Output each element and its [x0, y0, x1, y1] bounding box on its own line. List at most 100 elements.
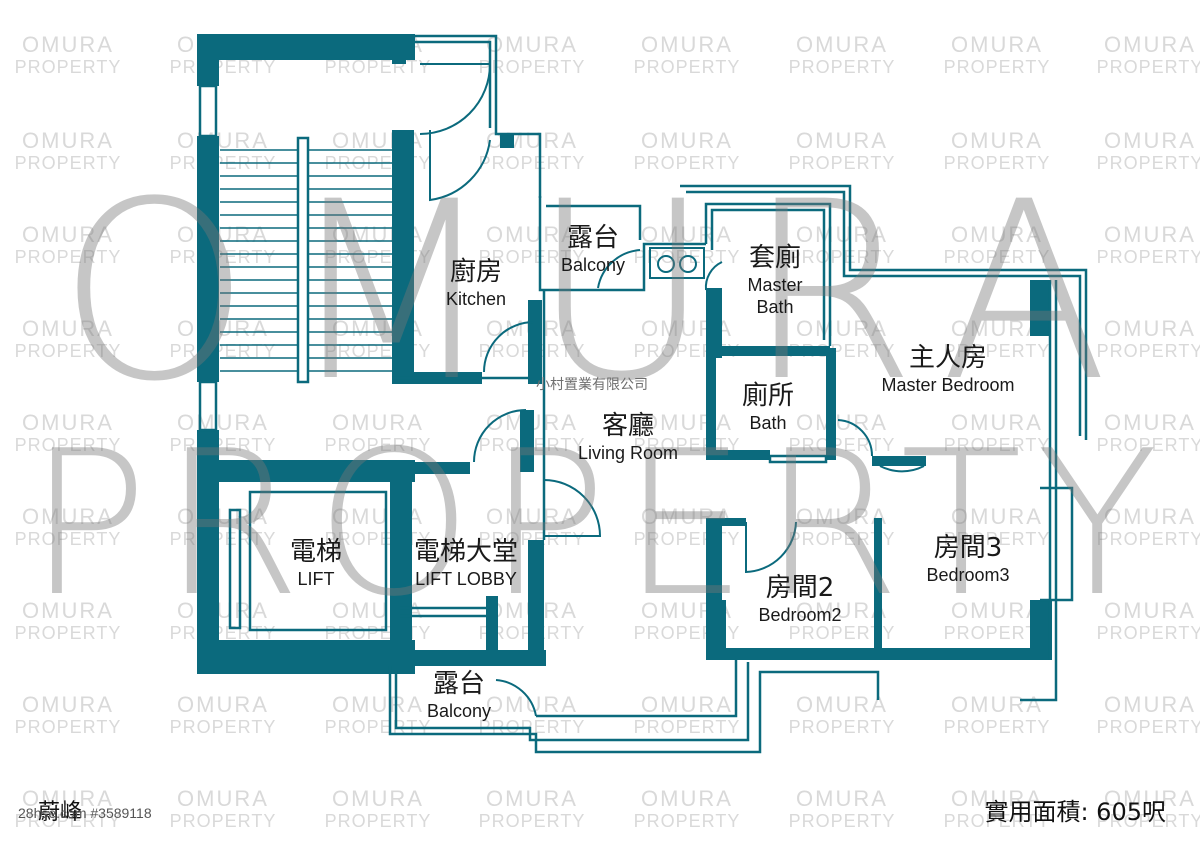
door-kitchen-bottom	[483, 320, 535, 373]
room-lift-lobby: 電梯大堂 LIFT LOBBY	[414, 536, 518, 590]
wall-bath-bottom	[706, 450, 770, 460]
room-living-en: Living Room	[577, 443, 679, 463]
sink-block	[649, 247, 705, 279]
wall-mbath-left	[706, 288, 722, 358]
thin-walls	[198, 34, 1088, 754]
lift-car	[248, 490, 388, 632]
wall-left-upper	[197, 34, 219, 86]
room-living: 客廳 Living Room	[578, 410, 678, 464]
wall-mbed-corner	[1030, 280, 1050, 336]
wall-kitchen-right-upper	[500, 134, 514, 148]
wall-mbath-bottom	[706, 346, 830, 356]
listing-reference: 28hse.com #3589118	[18, 805, 152, 821]
wall-left-lower	[197, 430, 219, 674]
mbath-outer-2	[686, 190, 1082, 436]
door-balcony-bottom	[495, 679, 537, 717]
door-bath	[837, 419, 874, 457]
room-master-bedroom-en: Master Bedroom	[881, 375, 1015, 395]
room-kitchen: 廚房 Kitchen	[446, 256, 506, 310]
door-kitchen-side	[429, 130, 491, 202]
room-master-bedroom: 主人房 Master Bedroom	[881, 342, 1014, 396]
fixtures	[649, 247, 705, 279]
balcony-top-inner	[546, 204, 642, 240]
wall-bed2-top	[706, 518, 746, 526]
balcony-bottom-inner2	[536, 660, 738, 718]
balcony-top-outline	[538, 196, 706, 292]
window-left-lower	[198, 380, 218, 432]
lift-door	[228, 508, 242, 630]
wall-stair-right-top	[392, 36, 406, 64]
sink-icon-left	[657, 255, 675, 273]
room-master-bedroom-zh: 主人房	[908, 343, 987, 373]
mbed-right-ext	[1020, 280, 1058, 702]
door-kitchen-top	[419, 63, 492, 135]
room-kitchen-zh: 廚房	[449, 257, 503, 287]
wall-lobby-stub	[486, 596, 498, 654]
room-balcony-top-en: Balcony	[560, 255, 626, 275]
walls	[197, 34, 1052, 674]
window-left-upper	[198, 84, 218, 138]
wall-top-left	[197, 34, 415, 60]
door-swings	[419, 63, 925, 717]
door-corridor	[473, 409, 527, 463]
stair-rail	[296, 136, 310, 384]
wall-bed2-corner	[706, 600, 726, 660]
company-watermark: 小村置業有限公司	[536, 377, 648, 393]
staircase	[220, 149, 392, 372]
room-balcony-top-zh: 露台	[566, 223, 620, 253]
right-window	[1040, 486, 1074, 602]
door-living	[543, 479, 602, 537]
bath-bottom-window	[768, 454, 828, 464]
balcony-bottom-outline	[388, 666, 880, 754]
room-master-bath-en: Master Bath	[747, 275, 803, 317]
door-mbath	[704, 261, 723, 291]
wall-bed3-corner	[1030, 600, 1052, 660]
wall-bath-right	[826, 348, 836, 460]
mbath-outer	[680, 184, 1088, 440]
sink-icon-right	[679, 255, 697, 273]
room-master-bath-zh: 套廁	[748, 243, 801, 273]
kitchen-outer	[415, 34, 542, 198]
room-balcony-bottom-en: Balcony	[426, 701, 492, 721]
room-master-bath: 套廁 Master Bath	[735, 242, 815, 318]
balcony-bottom-inner	[394, 662, 750, 742]
room-bedroom2: 房間2 Bedroom2	[758, 572, 841, 626]
wall-lift-top	[197, 460, 415, 482]
room-lift-lobby-en: LIFT LOBBY	[415, 569, 517, 589]
wall-mbed-bottom	[872, 456, 926, 466]
saleable-area: 實用面積: 605呎	[984, 798, 1166, 826]
room-kitchen-en: Kitchen	[445, 289, 507, 309]
wall-lift-right	[390, 470, 412, 670]
wall-lobby-right	[528, 540, 544, 666]
wall-stair-right	[392, 130, 414, 382]
room-balcony-top: 露台 Balcony	[561, 222, 625, 276]
door-mbed	[879, 465, 925, 473]
room-bedroom2-en: Bedroom2	[758, 605, 842, 625]
room-lift-en: LIFT	[297, 569, 335, 589]
wall-corridor-stub	[520, 410, 534, 472]
wall-lobby-top	[410, 462, 470, 474]
wall-bed2-bottom	[706, 648, 1036, 660]
wall-lift-bottom	[197, 640, 415, 674]
estate-name: 蔚峰	[38, 800, 83, 825]
door-bed2	[745, 521, 797, 574]
room-lift-lobby-zh: 電梯大堂	[413, 537, 519, 567]
room-lift-zh: 電梯	[289, 537, 343, 567]
room-lift: 電梯 LIFT	[290, 536, 342, 590]
door-balcony	[597, 249, 641, 289]
room-bedroom3: 房間3 Bedroom3	[926, 532, 1009, 586]
room-balcony-bottom: 露台 Balcony	[427, 668, 491, 722]
room-living-zh: 客廳	[601, 411, 655, 441]
room-bath-en: Bath	[749, 413, 787, 433]
wall-left-mid	[197, 136, 219, 382]
wall-lobby-bottom	[390, 650, 546, 666]
room-bedroom3-en: Bedroom3	[926, 565, 1010, 585]
mbath-inner2	[710, 208, 826, 340]
room-bath-zh: 廁所	[741, 381, 795, 411]
wall-bath-left	[706, 350, 716, 458]
mbath-inner	[704, 202, 832, 346]
room-bedroom2-zh: 房間2	[765, 573, 835, 603]
room-bedroom3-zh: 房間3	[933, 533, 1003, 563]
